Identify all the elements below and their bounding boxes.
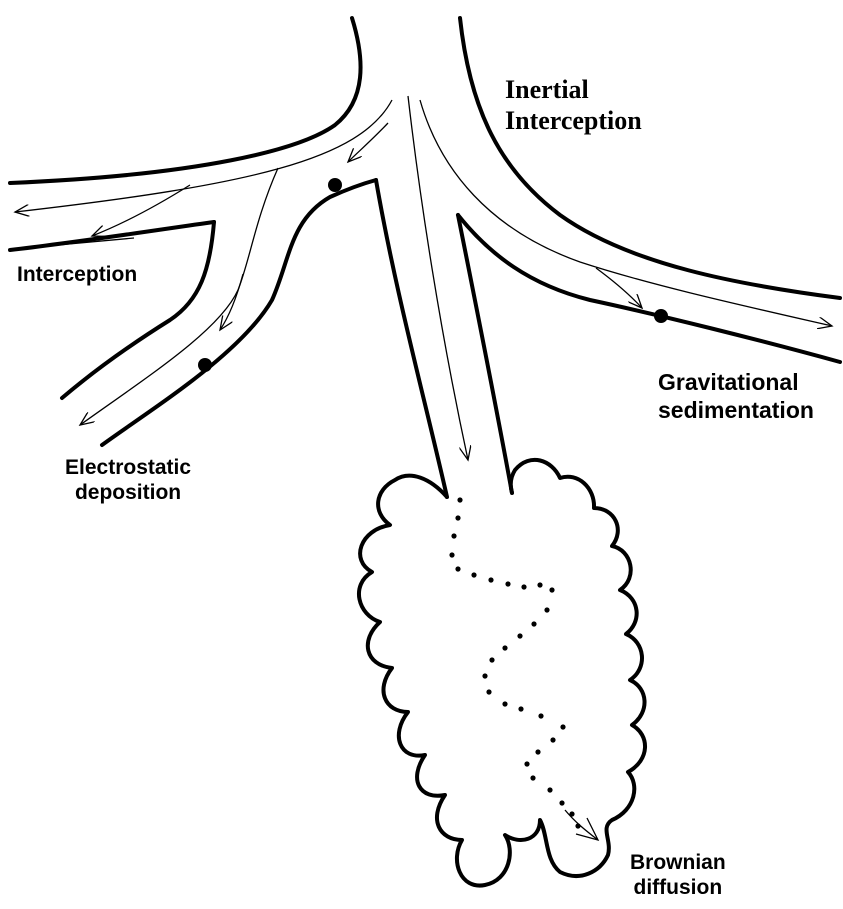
airway-walls (10, 18, 840, 497)
brownian-dot (488, 577, 493, 582)
brownian-dot (471, 572, 476, 577)
brownian-dot (547, 787, 552, 792)
brownian-dot (457, 497, 462, 502)
brownian-dot (449, 552, 454, 557)
wall-left-branch-inner (102, 180, 376, 445)
label-electrostatic-line-1: Electrostatic (65, 455, 191, 480)
brownian-dot (531, 621, 536, 626)
label-interception: Interception (17, 262, 137, 287)
particle-electrostatic (198, 358, 212, 372)
brownian-path (449, 497, 580, 828)
label-gravitational-line-1: Gravitational (658, 369, 814, 397)
wall-left-bronchus-lower (10, 222, 214, 250)
brownian-dot (455, 515, 460, 520)
brownian-dot (560, 724, 565, 729)
label-brownian-line-2: diffusion (630, 875, 726, 900)
streamline-left-branch (80, 168, 278, 425)
brownian-dot (518, 706, 523, 711)
label-interception-line-1: Interception (17, 262, 137, 287)
label-inertial-line-1: Inertial (505, 74, 642, 105)
brownian-dot (451, 533, 456, 538)
label-inertial-interception: Inertial Interception (505, 74, 642, 136)
wall-central-left (376, 180, 447, 497)
brownian-dot (486, 689, 491, 694)
brownian-dot (517, 633, 522, 638)
brownian-dot (559, 800, 564, 805)
brownian-dot (544, 607, 549, 612)
brownian-dot (537, 582, 542, 587)
wall-upper-left (10, 18, 361, 183)
wall-upper-right (460, 18, 840, 298)
brownian-dot (550, 737, 555, 742)
label-gravitational-sedimentation: Gravitational sedimentation (658, 369, 814, 424)
brownian-dot (535, 749, 540, 754)
brownian-dot (505, 581, 510, 586)
label-inertial-line-2: Interception (505, 105, 642, 136)
brownian-dot (455, 566, 460, 571)
brownian-dot (482, 673, 487, 678)
brownian-dot (538, 713, 543, 718)
brownian-dot (530, 775, 535, 780)
brownian-dot (502, 701, 507, 706)
brownian-dot (502, 645, 507, 650)
streamline-central (408, 96, 468, 460)
particle-inertial (328, 178, 342, 192)
label-brownian-diffusion: Brownian diffusion (630, 850, 726, 900)
brownian-dot (521, 584, 526, 589)
label-electrostatic-deposition: Electrostatic deposition (65, 455, 191, 505)
label-brownian-line-1: Brownian (630, 850, 726, 875)
brownian-dot (489, 657, 494, 662)
particle-gravitational (654, 309, 668, 323)
wall-left-branch-outer (62, 222, 214, 398)
brownian-dot (524, 761, 529, 766)
alveolar-sac (359, 460, 645, 886)
label-electrostatic-line-2: deposition (65, 480, 191, 505)
label-gravitational-line-2: sedimentation (658, 397, 814, 425)
brownian-dot (549, 587, 554, 592)
